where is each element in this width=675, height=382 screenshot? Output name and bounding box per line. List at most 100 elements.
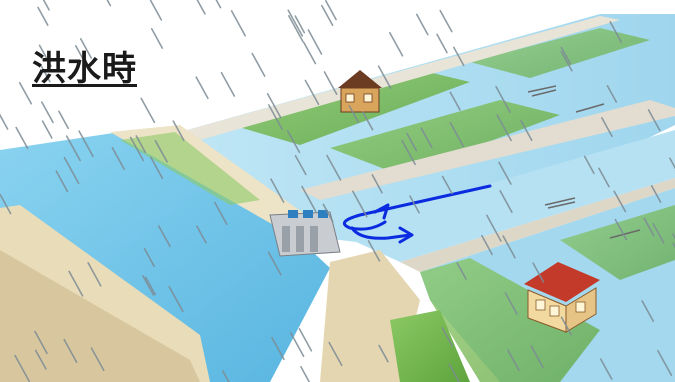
rain-streak [583, 155, 595, 175]
rain-streak [328, 341, 343, 367]
rain-streak [406, 132, 418, 152]
rain-streak [506, 348, 520, 372]
rain-streak [0, 193, 12, 215]
rain-streak [140, 97, 156, 124]
rain-streak [441, 175, 453, 195]
rain-streak [40, 101, 54, 124]
rain-streak [643, 217, 655, 237]
rain-streak [498, 161, 512, 185]
back-field-2 [330, 100, 560, 175]
rain-streak [214, 201, 228, 225]
rain-streak [401, 139, 416, 166]
house-icon [524, 262, 600, 333]
rain-streak [609, 21, 623, 43]
rain-streak [168, 285, 184, 313]
rain-streak [68, 270, 84, 297]
rain-streak [388, 31, 404, 57]
road-upper [180, 16, 620, 140]
rain-streak [222, 370, 230, 382]
rain-streak [641, 300, 655, 323]
rain-streak [348, 105, 360, 123]
rain-streak [18, 81, 33, 105]
rain-streak [37, 6, 49, 27]
rain-streak [322, 203, 334, 223]
rain-streak [135, 135, 146, 154]
rain-streak [520, 119, 533, 141]
rain-streak [614, 218, 628, 241]
rain-streak [300, 365, 311, 382]
rain-streak [144, 276, 156, 296]
rain-streak [294, 15, 306, 34]
rain-streak [38, 44, 52, 67]
rain-streak [150, 156, 164, 180]
rain-streak [63, 338, 78, 364]
rain-streak [439, 9, 453, 33]
rain-streak [15, 126, 29, 150]
rain-streak [436, 33, 448, 54]
rain-streak [504, 292, 518, 315]
rain-streak [304, 79, 320, 106]
rain-streak [267, 104, 283, 130]
rain-streak [196, 225, 207, 244]
rain-streak [150, 27, 164, 49]
rain-streak [294, 154, 307, 176]
sluice-gate-icon [269, 210, 341, 257]
rain-streak [39, 63, 51, 83]
rain-streak [600, 117, 613, 138]
road-middle [300, 100, 675, 200]
rain-streak [377, 65, 392, 89]
rain-streak [230, 10, 246, 37]
rain-streak [196, 0, 206, 15]
rain-streak [287, 15, 304, 43]
rain-streak [287, 9, 304, 37]
rain-streak [323, 71, 338, 95]
rain-streak [650, 185, 662, 203]
rain-streak [420, 127, 433, 148]
rain-streak [449, 122, 465, 148]
rain-streak [158, 225, 171, 248]
rain-streak [106, 0, 112, 7]
back-field-3 [470, 28, 650, 78]
rain-streak [90, 347, 105, 372]
rain-streak [647, 109, 661, 132]
rain-streak [129, 136, 144, 162]
rain-streak [598, 167, 610, 188]
rain-streak [301, 185, 317, 213]
rain-streak [172, 120, 185, 142]
rain-streak [266, 93, 282, 119]
rain-streak [362, 111, 374, 131]
rain-streak [298, 328, 313, 352]
rain-streak [367, 240, 381, 262]
rain-streak [270, 178, 285, 203]
front-levee-face [0, 250, 200, 382]
rain-streak [267, 251, 282, 276]
rain-streak [142, 275, 155, 296]
rain-streak [289, 332, 305, 358]
rain-streak [74, 44, 86, 63]
rain-streak [502, 235, 516, 259]
rain-streak [485, 214, 502, 242]
rain-streak [415, 13, 429, 36]
rain-streak [456, 262, 467, 280]
rain-streak [149, 0, 163, 21]
rain-streak [87, 261, 102, 287]
rain-streak [320, 4, 334, 27]
rain-streak [652, 222, 665, 244]
right-field [560, 205, 675, 280]
rain-streak [42, 0, 50, 11]
fence-details [527, 85, 641, 239]
rain-streak [78, 130, 94, 158]
rain-streak [154, 140, 168, 163]
rain-streak [58, 110, 69, 130]
rain-streak [409, 195, 420, 214]
rain-streak [41, 120, 53, 139]
rain-streak [324, 0, 337, 21]
rain-streak [441, 326, 454, 347]
rain-streak [34, 330, 48, 355]
rain-streak [34, 349, 47, 370]
rain-streak [449, 91, 461, 111]
rain-streak [481, 234, 493, 256]
lower-field [420, 258, 600, 382]
road-lower [400, 178, 675, 272]
